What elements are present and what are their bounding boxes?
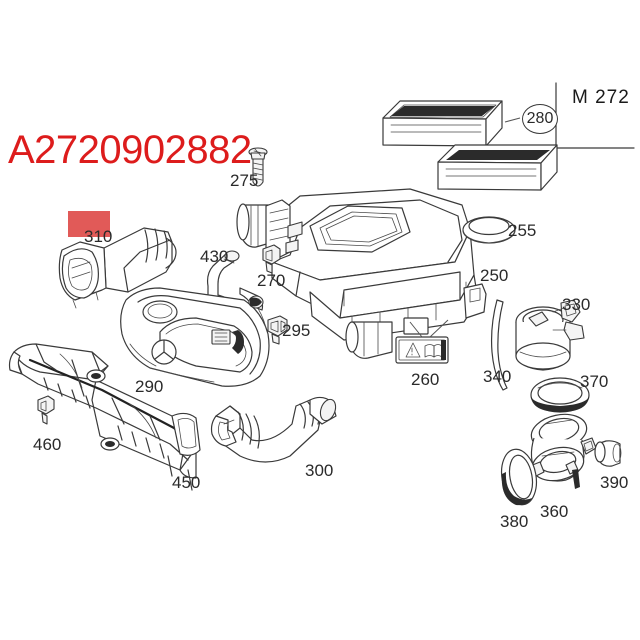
clip-460 <box>37 395 55 425</box>
callout-310[interactable]: 310 <box>84 227 113 246</box>
ring-seal-380 <box>500 448 538 506</box>
air-filter-housing-250 <box>236 188 487 359</box>
sealing-ring-255 <box>462 216 516 244</box>
callout-330[interactable]: 330 <box>562 295 591 314</box>
engine-cover-290 <box>120 287 270 387</box>
seal-strip-340 <box>490 299 508 391</box>
air-guide-duct-450 <box>8 343 201 491</box>
bushing-390 <box>594 440 622 467</box>
intake-hose-300 <box>210 396 337 463</box>
callout-295[interactable]: 295 <box>282 321 311 340</box>
air-intake-duct-310 <box>58 227 177 309</box>
callout-390[interactable]: 390 <box>600 473 629 492</box>
callout-275[interactable]: 275 <box>230 171 259 190</box>
engine-code-label: M 272 <box>572 87 630 108</box>
callout-300[interactable]: 300 <box>305 461 334 480</box>
callout-260[interactable]: 260 <box>411 370 440 389</box>
air-filter-element-upper <box>382 100 503 147</box>
retaining-clip-270 <box>262 244 281 274</box>
leader-280 <box>504 117 521 123</box>
callout-270[interactable]: 270 <box>257 271 286 290</box>
clamp-assembly-360 <box>529 413 597 489</box>
air-filter-element-lower <box>437 144 558 191</box>
callout-370[interactable]: 370 <box>580 372 609 391</box>
ring-seal-370 <box>530 377 590 413</box>
callout-380[interactable]: 380 <box>500 512 529 531</box>
resonator-housing-330 <box>515 299 585 371</box>
callout-460[interactable]: 460 <box>33 435 62 454</box>
information-label-260 <box>395 319 449 364</box>
callout-255[interactable]: 255 <box>508 221 537 240</box>
part-highlight-marker <box>68 211 110 237</box>
retaining-clip-295 <box>267 315 288 345</box>
callout-290[interactable]: 290 <box>135 377 164 396</box>
screw-275 <box>248 147 268 187</box>
callout-250[interactable]: 250 <box>480 266 509 285</box>
callout-280[interactable]: 280 <box>522 104 558 134</box>
callout-360[interactable]: 360 <box>540 502 569 521</box>
part-number: A2720902882 <box>8 128 252 172</box>
callout-340[interactable]: 340 <box>483 367 512 386</box>
callout-430[interactable]: 430 <box>200 247 229 266</box>
callout-450[interactable]: 450 <box>172 473 201 492</box>
